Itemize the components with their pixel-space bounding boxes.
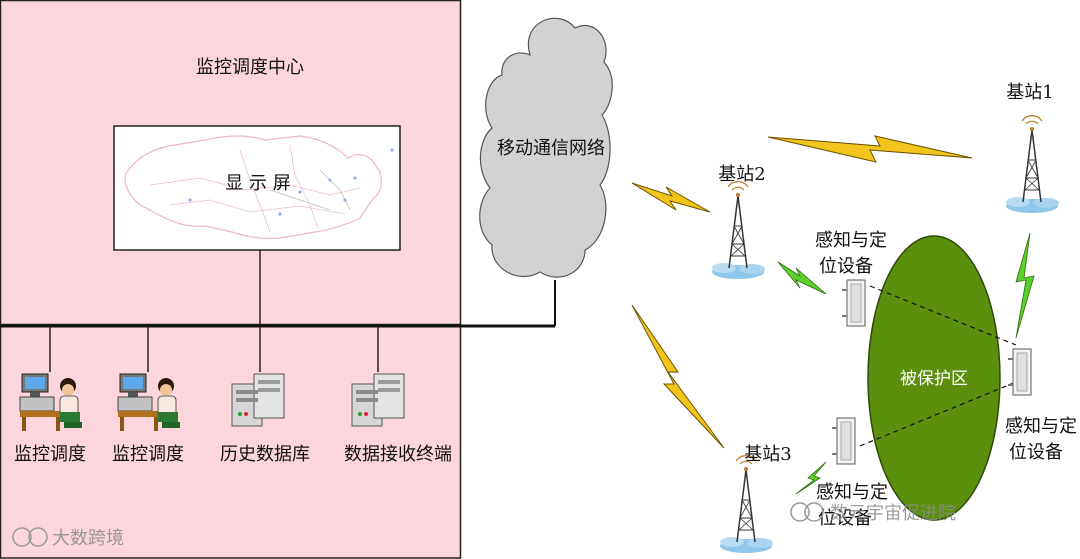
terminal2-label: 监控调度 [112, 444, 184, 465]
device-bottom-label-2: 位设备 [818, 508, 872, 529]
lightning-icon [767, 135, 973, 163]
lightning-icon [777, 261, 827, 295]
lightning-icon [1015, 232, 1035, 339]
protected-area-label: 被保护区 [900, 369, 968, 389]
china-map-icon [124, 135, 394, 239]
history-db-label: 历史数据库 [220, 444, 310, 465]
terminals-box [0, 324, 462, 559]
watermark-left-text: 大数跨境 [52, 528, 124, 549]
sensor-device-icon [831, 417, 856, 465]
device-top-label-2: 位设备 [819, 256, 873, 277]
lightning-icon [795, 461, 827, 495]
data-terminal-label: 数据接收终端 [344, 444, 452, 465]
network-label: 移动通信网络 [497, 138, 605, 159]
sensor-line-bottom [859, 381, 1017, 447]
display-screen [113, 125, 401, 251]
station2-label: 基站2 [718, 164, 765, 185]
device-right-label-1: 感知与定 [1005, 416, 1077, 437]
station1-label: 基站1 [1006, 82, 1053, 103]
tower-icon [719, 454, 774, 554]
watermark-right-text: 数元宇宙促进院 [830, 503, 956, 524]
lightning-icon [631, 304, 725, 449]
device-top-label-1: 感知与定 [815, 230, 887, 251]
tower-icon [1005, 114, 1060, 214]
terminal1-label: 监控调度 [14, 444, 86, 465]
device-bottom-label-1: 感知与定 [816, 482, 888, 503]
sensor-device-icon [841, 279, 866, 327]
lightning-icon [631, 182, 711, 213]
center-title: 监控调度中心 [196, 57, 304, 78]
protected-area [867, 235, 1001, 521]
watermark-right: 数元宇宙促进院 [790, 502, 956, 524]
tower-icon [711, 180, 766, 280]
cloud-icon [479, 17, 613, 278]
station3-label: 基站3 [744, 444, 791, 465]
device-right-label-2: 位设备 [1009, 442, 1063, 463]
watermark-left: 大数跨境 [12, 527, 124, 549]
screen-label: 显 示 屏 [225, 173, 290, 194]
sensor-device-icon [1007, 348, 1032, 396]
